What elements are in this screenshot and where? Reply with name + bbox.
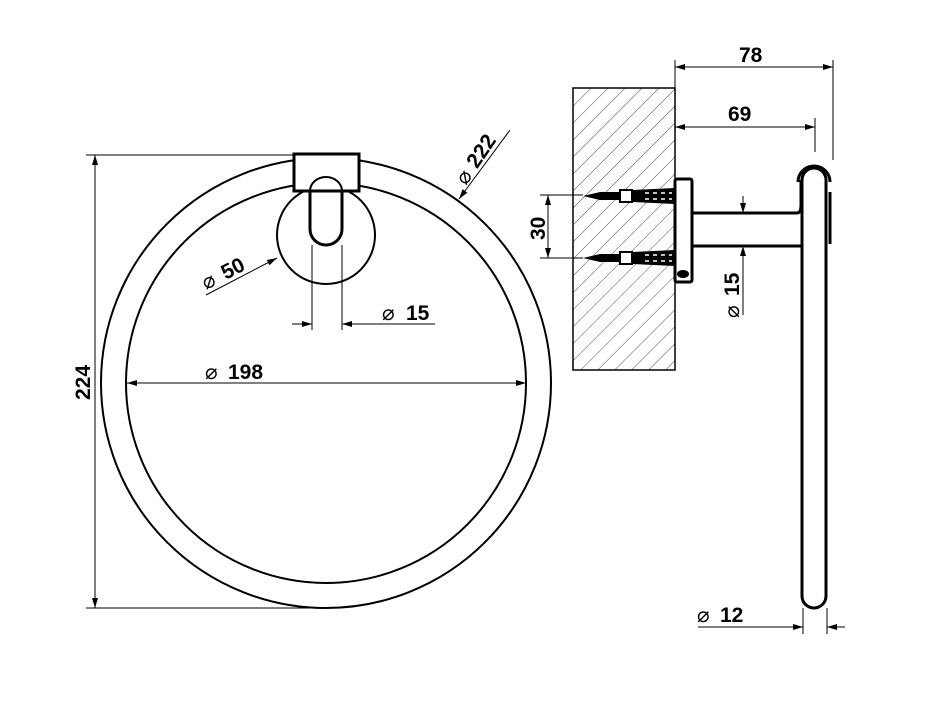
- dim-height: 224: [72, 365, 95, 400]
- front-view: ⌀ 15 ⌀ 50 ⌀ 222 ⌀ 198 224: [72, 129, 552, 609]
- dim-arm-symbol: ⌀: [721, 305, 744, 318]
- dim-outer-diameter: 222: [462, 130, 501, 172]
- mount-plate: [673, 177, 694, 284]
- clamp-block: [292, 152, 361, 193]
- dim-inner-diameter: 198: [228, 361, 263, 384]
- ring-profile: [800, 166, 828, 610]
- dim-tube-symbol: ⌀: [697, 604, 710, 627]
- dim-total-depth: 78: [739, 44, 763, 67]
- dim-outer-symbol: ⌀: [451, 165, 477, 188]
- dim-base-diameter: 50: [217, 253, 248, 284]
- dim-slot-width: 15: [406, 302, 430, 325]
- dim-screw-spacing: 30: [527, 217, 550, 240]
- dim-tube-diameter: 12: [720, 604, 743, 627]
- dim-base-symbol: ⌀: [198, 268, 220, 294]
- arm: [692, 180, 803, 215]
- slot: [308, 191, 344, 247]
- dim-inner-symbol: ⌀: [205, 361, 218, 384]
- wall-section: [572, 87, 676, 371]
- screw-bottom: [583, 250, 675, 266]
- dim-slot-symbol: ⌀: [382, 302, 395, 325]
- dim-arm-depth: 69: [728, 103, 751, 126]
- wall-base: [276, 185, 376, 285]
- screw-top: [583, 188, 675, 204]
- dim-arm-diameter: 15: [721, 272, 744, 296]
- side-view: 78 69 30 ⌀ 15 ⌀ 12: [527, 44, 845, 634]
